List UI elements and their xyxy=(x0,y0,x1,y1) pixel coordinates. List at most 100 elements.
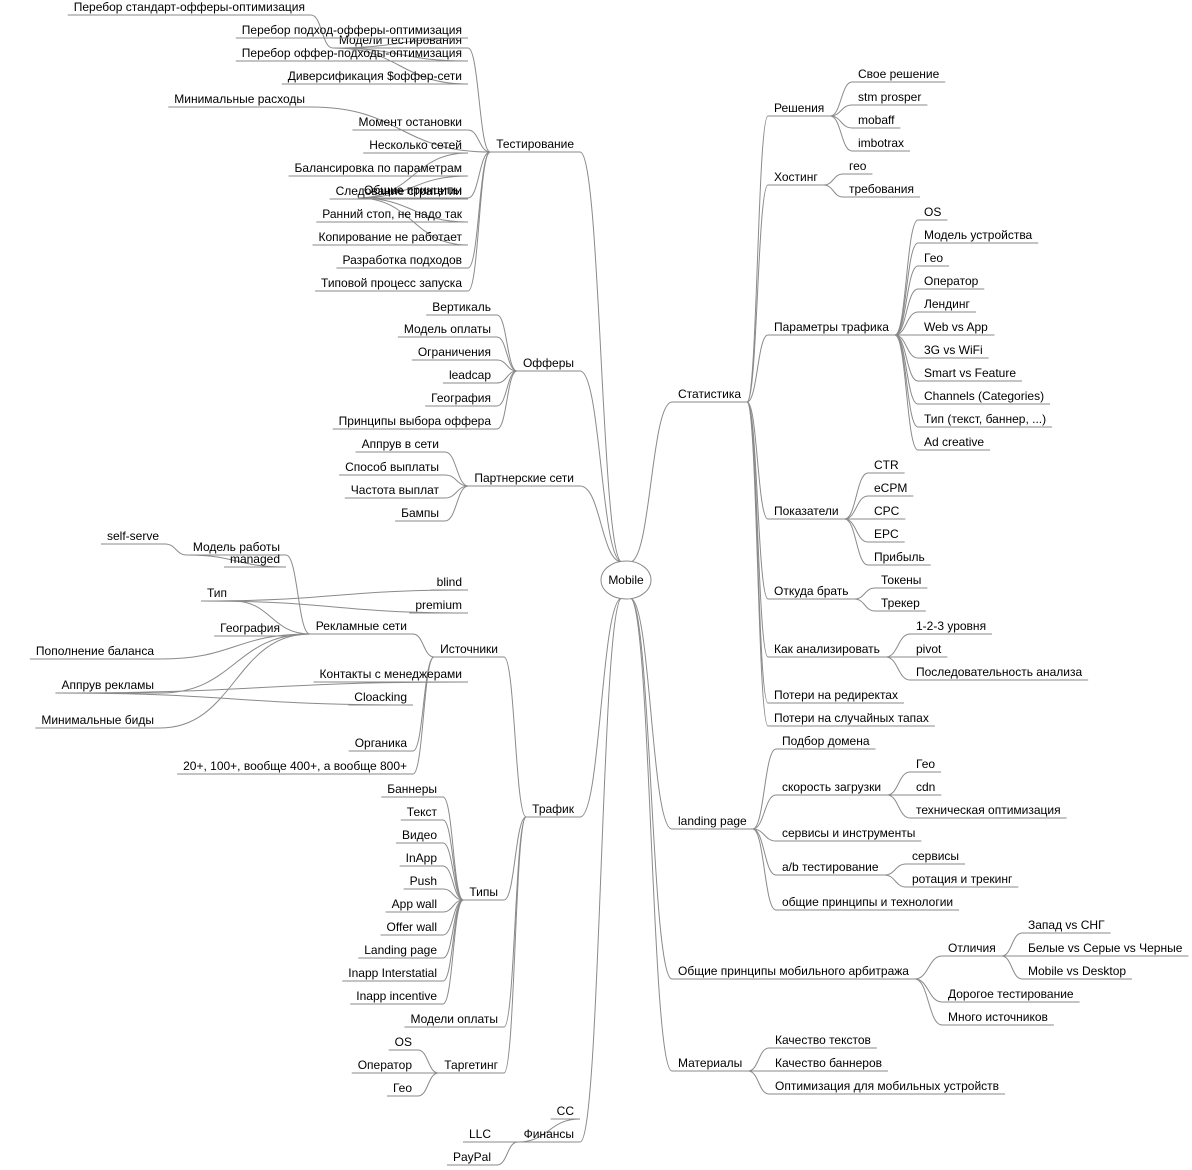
node-right-smart-vs-feature[interactable]: Smart vs Feature xyxy=(918,366,1023,382)
node-left-разработка-подходов[interactable]: Разработка подходов xyxy=(336,253,468,269)
node-left-география[interactable]: География xyxy=(214,621,286,637)
node-left-inapp[interactable]: InApp xyxy=(399,851,443,867)
node-left-партнерские-сети[interactable]: Партнерские сети xyxy=(468,471,580,487)
node-left-llc[interactable]: LLC xyxy=(462,1127,497,1143)
node-left-источники[interactable]: Источники xyxy=(434,642,504,658)
node-right-потери-на-случайных-тапах[interactable]: Потери на случайных тапах xyxy=(768,711,935,727)
node-left-следование-стратегии[interactable]: Следование стратегии xyxy=(329,184,468,200)
node-left-os[interactable]: OS xyxy=(388,1035,418,1051)
node-left-перебор-стандарт-офферы-оптимизация[interactable]: Перебор стандарт-офферы-оптимизация xyxy=(67,0,311,16)
node-right-статистика[interactable]: Статистика xyxy=(672,387,748,403)
node-right-трекер[interactable]: Трекер xyxy=(875,596,926,612)
node-left-20-100-вообще-400-а-вообще-800[interactable]: 20+, 100+, вообще 400+, а вообще 800+ xyxy=(177,759,413,775)
node-left-балансировка-по-параметрам[interactable]: Балансировка по параметрам xyxy=(288,161,468,177)
node-right-3g-vs-wifi[interactable]: 3G vs WiFi xyxy=(918,343,989,359)
node-left-пополнение-баланса[interactable]: Пополнение баланса xyxy=(29,644,160,660)
node-left-ранний-стоп-не-надо-так[interactable]: Ранний стоп, не надо так xyxy=(316,207,468,223)
node-left-типы[interactable]: Типы xyxy=(463,885,504,901)
node-left-несколько-сетей[interactable]: Несколько сетей xyxy=(363,138,468,154)
node-left-видео[interactable]: Видео xyxy=(395,828,443,844)
node-left-push[interactable]: Push xyxy=(403,874,443,890)
node-left-paypal[interactable]: PayPal xyxy=(446,1150,497,1166)
node-left-аппрув-рекламы[interactable]: Аппрув рекламы xyxy=(55,678,160,694)
node-right-качество-баннеров[interactable]: Качество баннеров xyxy=(769,1056,888,1072)
node-right-техническая-оптимизация[interactable]: техническая оптимизация xyxy=(910,803,1067,819)
node-left-inapp-incentive[interactable]: Inapp incentive xyxy=(350,989,443,1005)
node-left-типовой-процесс-запуска[interactable]: Типовой процесс запуска xyxy=(315,276,468,292)
node-left-cc[interactable]: CC xyxy=(550,1104,580,1120)
node-right-imbotrax[interactable]: imbotrax xyxy=(852,136,911,152)
node-left-inapp-interstatial[interactable]: Inapp Interstatial xyxy=(342,966,443,982)
node-left-текст[interactable]: Текст xyxy=(400,805,443,821)
node-right-1-2-3-уровня[interactable]: 1-2-3 уровня xyxy=(910,619,993,635)
node-right-web-vs-app[interactable]: Web vs App xyxy=(918,320,995,336)
node-right-mobaff[interactable]: mobaff xyxy=(852,113,901,129)
node-left-общие-принципы[interactable]: Общие принципы xyxy=(358,183,468,199)
node-left-копирование-не-работает[interactable]: Копирование не работает xyxy=(312,230,468,246)
node-right-os[interactable]: OS xyxy=(918,205,948,221)
root-node[interactable]: Mobile xyxy=(600,560,652,600)
node-left-таргетинг[interactable]: Таргетинг xyxy=(438,1058,504,1074)
node-right-как-анализировать[interactable]: Как анализировать xyxy=(768,642,886,658)
node-left-минимальные-биды[interactable]: Минимальные биды xyxy=(35,713,160,729)
node-left-принципы-выбора-оффера[interactable]: Принципы выбора оффера xyxy=(332,414,497,430)
node-left-момент-остановки[interactable]: Момент остановки xyxy=(352,115,468,131)
node-right-белые-vs-серые-vs-черные[interactable]: Белые vs Серые vs Черные xyxy=(1022,941,1189,957)
node-left-ограничения[interactable]: Ограничения xyxy=(411,345,497,361)
node-left-контакты-с-менеджерами[interactable]: Контакты с менеджерами xyxy=(313,667,468,683)
node-left-баннеры[interactable]: Баннеры xyxy=(381,782,443,798)
node-left-cloacking[interactable]: Cloacking xyxy=(348,690,413,706)
node-left-перебор-оффер-подходы-оптимизация[interactable]: Перебор оффер-подходы-оптимизация xyxy=(235,46,468,62)
node-left-минимальные-расходы[interactable]: Минимальные расходы xyxy=(168,92,311,108)
node-right-сервисы-и-инструменты[interactable]: сервисы и инструменты xyxy=(776,826,922,842)
node-left-модель-работы[interactable]: Модель работы xyxy=(186,540,286,556)
node-right-гео[interactable]: Гео xyxy=(918,251,950,267)
node-left-география[interactable]: География xyxy=(425,391,497,407)
node-right-токены[interactable]: Токены xyxy=(875,573,928,589)
node-right-ctr[interactable]: CTR xyxy=(868,458,905,474)
node-left-offer-wall[interactable]: Offer wall xyxy=(380,920,443,936)
node-left-офферы[interactable]: Офферы xyxy=(516,356,580,372)
node-right-channels-categories[interactable]: Channels (Categories) xyxy=(918,389,1051,405)
node-right-подбор-домена[interactable]: Подбор домена xyxy=(776,734,876,750)
node-left-модели-тестирования[interactable]: Модели тестирования xyxy=(332,33,468,49)
node-left-способ-выплаты[interactable]: Способ выплаты xyxy=(339,460,445,476)
node-left-модели-оплаты[interactable]: Модели оплаты xyxy=(404,1012,504,1028)
node-left-app-wall[interactable]: App wall xyxy=(385,897,443,913)
node-right-cdn[interactable]: cdn xyxy=(910,780,942,796)
node-right-stm-prosper[interactable]: stm prosper xyxy=(852,90,928,106)
node-right-landing-page[interactable]: landing page xyxy=(672,814,753,830)
node-right-ротация-и-трекинг[interactable]: ротация и трекинг xyxy=(906,872,1019,888)
node-right-отличия[interactable]: Отличия xyxy=(942,941,1002,957)
node-right-сервисы[interactable]: сервисы xyxy=(906,849,966,865)
node-right-последовательность-анализа[interactable]: Последовательность анализа xyxy=(910,665,1089,681)
node-left-диверсификация-оффер-сети[interactable]: Диверсификация $оффер-сети xyxy=(281,69,468,85)
node-right-cpc[interactable]: CPC xyxy=(868,504,906,520)
node-right-гео[interactable]: гео xyxy=(843,159,873,175)
node-left-premium[interactable]: premium xyxy=(409,598,468,614)
node-left-вертикаль[interactable]: Вертикаль xyxy=(426,300,497,316)
node-right-оптимизация-для-мобильных-устройств[interactable]: Оптимизация для мобильных устройств xyxy=(769,1079,1006,1095)
node-right-лендинг[interactable]: Лендинг xyxy=(918,297,976,313)
node-left-тип[interactable]: Тип xyxy=(200,586,233,602)
node-left-тестирование[interactable]: Тестирование xyxy=(490,137,580,153)
node-left-органика[interactable]: Органика xyxy=(348,736,413,752)
node-right-mobile-vs-desktop[interactable]: Mobile vs Desktop xyxy=(1022,964,1133,980)
node-right-ad-creative[interactable]: Ad creative xyxy=(918,435,991,451)
node-right-свое-решение[interactable]: Свое решение xyxy=(852,67,946,83)
node-right-откуда-брать[interactable]: Откуда брать xyxy=(768,584,855,600)
node-left-рекламные-сети[interactable]: Рекламные сети xyxy=(309,619,413,635)
node-right-ecpm[interactable]: eCPM xyxy=(868,481,914,497)
node-right-модель-устройства[interactable]: Модель устройства xyxy=(918,228,1039,244)
node-left-бампы[interactable]: Бампы xyxy=(395,506,445,522)
node-left-leadcap[interactable]: leadcap xyxy=(442,368,497,384)
node-right-материалы[interactable]: Материалы xyxy=(672,1056,749,1072)
node-left-трафик[interactable]: Трафик xyxy=(526,802,580,818)
node-right-общие-принципы-и-технологии[interactable]: общие принципы и технологии xyxy=(776,895,960,911)
node-right-качество-текстов[interactable]: Качество текстов xyxy=(769,1033,877,1049)
node-right-дорогое-тестирование[interactable]: Дорогое тестирование xyxy=(942,987,1080,1003)
node-left-landing-page[interactable]: Landing page xyxy=(358,943,443,959)
node-left-модель-оплаты[interactable]: Модель оплаты xyxy=(397,322,497,338)
node-right-оператор[interactable]: Оператор xyxy=(918,274,985,290)
node-right-гео[interactable]: Гео xyxy=(910,757,942,773)
